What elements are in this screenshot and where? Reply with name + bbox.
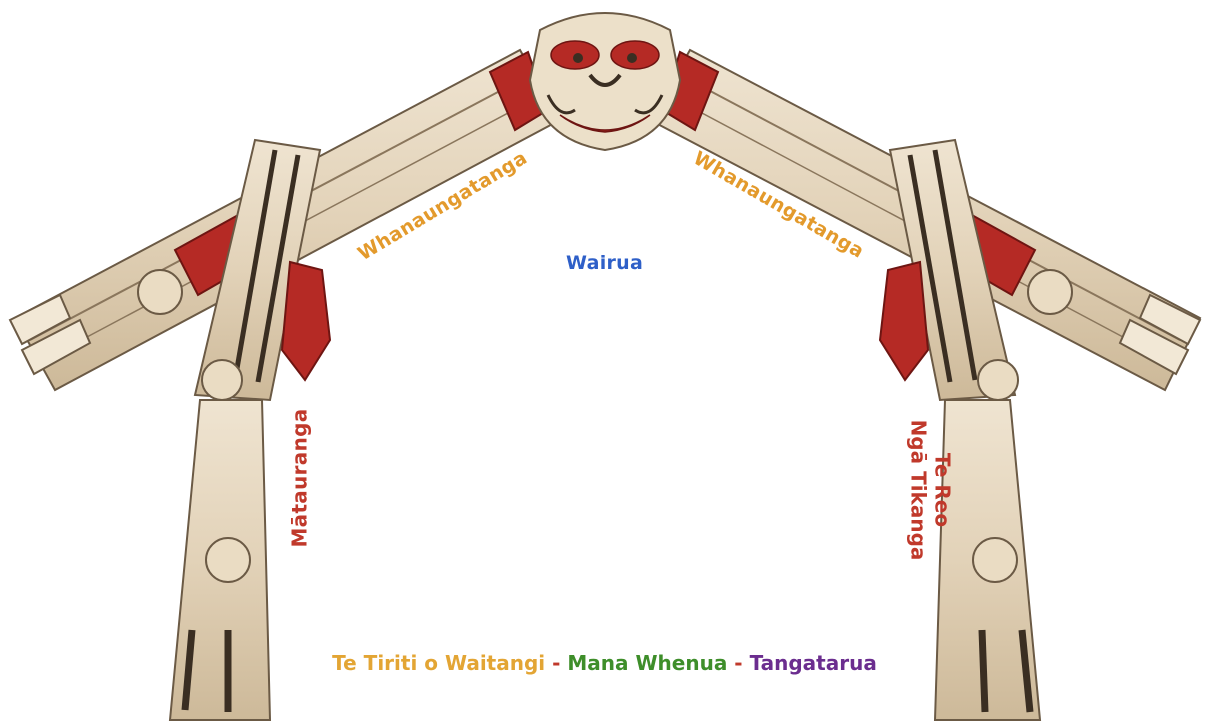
foundation-caption: Te Tiriti o Waitangi - Mana Whenua - Tan… bbox=[0, 651, 1209, 675]
matauranga-label: Mātauranga bbox=[288, 408, 312, 547]
tangatarua-text: Tangatarua bbox=[750, 651, 877, 675]
wairua-label: Wairua bbox=[566, 252, 643, 274]
te-reo-nga-tikanga-label: Te Reo Ngā Tikanga bbox=[906, 420, 954, 561]
te-tiriti-text: Te Tiriti o Waitangi bbox=[332, 651, 545, 675]
separator-1: - bbox=[545, 651, 567, 675]
koruru-face bbox=[530, 13, 680, 150]
te-reo-text: Te Reo bbox=[930, 420, 954, 561]
separator-2: - bbox=[727, 651, 749, 675]
mana-whenua-text: Mana Whenua bbox=[567, 651, 727, 675]
nga-tikanga-text: Ngā Tikanga bbox=[906, 420, 930, 561]
